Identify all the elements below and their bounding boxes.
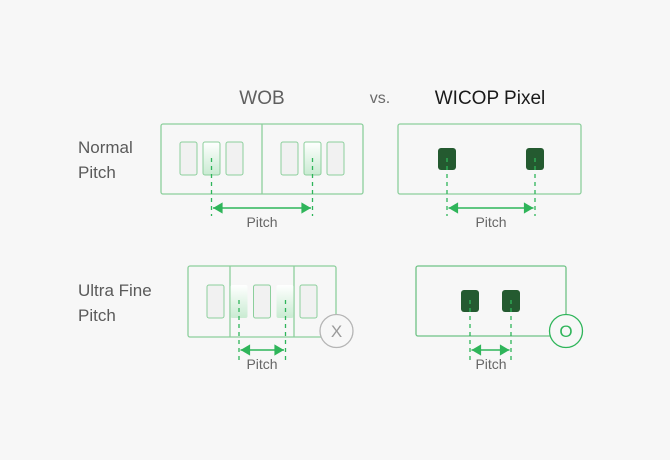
wicop-ultrafine-outline [415,265,567,337]
pitch-label: Pitch [246,214,277,230]
wob-ultrafine-panel: Pitch X [187,265,354,372]
wob-chip [253,284,271,319]
vs-separator: vs. [370,90,390,107]
fail-badge: X [319,313,354,349]
fail-mark: X [331,322,342,341]
wob-normal-panel: Pitch [160,123,364,230]
pitch-label: Pitch [475,356,506,372]
row-label-ultrafine-line1: Ultra Fine [78,281,152,300]
row-label-normal-line2: Pitch [78,163,116,182]
pass-circle-icon [548,313,584,349]
pitch-label: Pitch [246,356,277,372]
fail-circle-icon [319,313,354,349]
row-label-ultrafine-line2: Pitch [78,306,116,325]
wob-chip [206,284,225,319]
row-label-normal-line1: Normal [78,138,133,157]
pass-badge: O [548,313,584,349]
wicop-title: WICOP Pixel [435,88,546,109]
wicop-normal-panel: Pitch [397,123,582,230]
wob-chip [179,141,198,176]
pitch-label: Pitch [475,214,506,230]
wicop-normal-outline [397,123,582,195]
wob-ultrafine-outline [187,265,337,338]
wob-chip [326,141,345,176]
wicop-ultrafine-panel: Pitch O [415,265,584,372]
wob-chip [225,141,244,176]
wob-title: WOB [239,88,284,109]
wob-chip [299,284,318,319]
pass-mark: O [559,322,572,341]
wob-chip [280,141,299,176]
